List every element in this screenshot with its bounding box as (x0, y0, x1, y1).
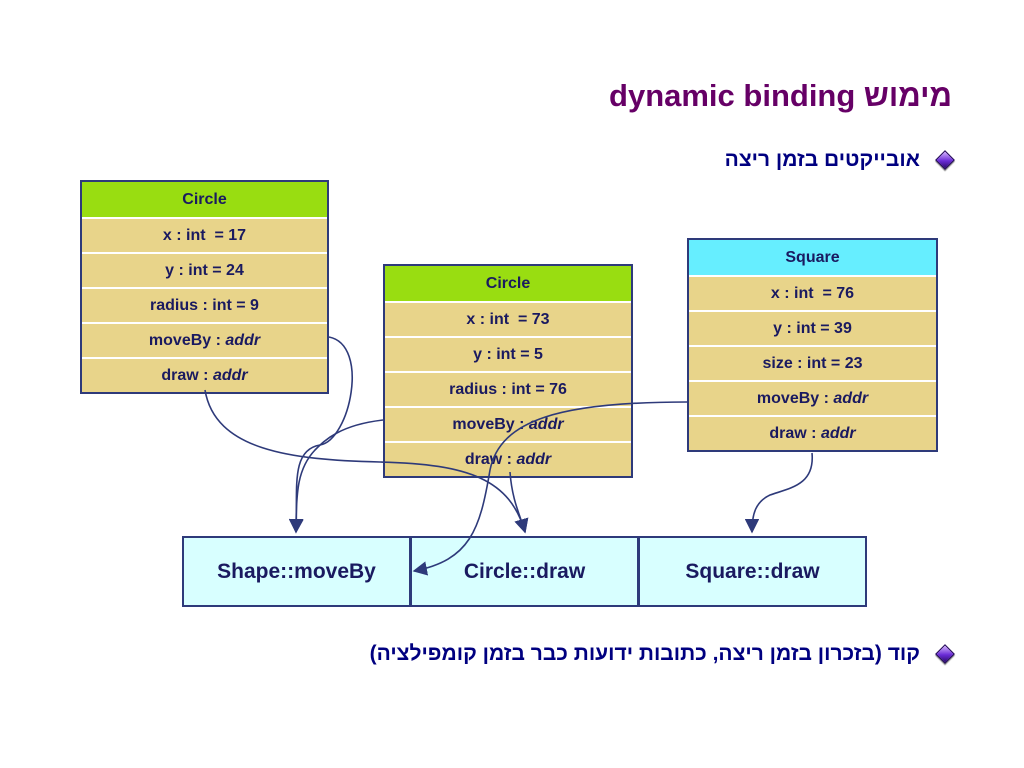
circle-draw-box: Circle::draw (410, 536, 639, 607)
shape-moveby-box: Shape::moveBy (182, 536, 411, 607)
field-size: size : int = 23 (689, 345, 936, 380)
arrow-circle2-draw (509, 471, 529, 534)
arrow-square-moveby (412, 401, 688, 576)
field-x: x : int = 73 (385, 301, 631, 336)
bullet-text: קוד (בזכרון בזמן ריצה, כתובות ידועות כבר… (369, 642, 920, 665)
field-radius: radius : int = 9 (82, 287, 327, 322)
object-header: Square (689, 240, 936, 275)
field-radius: radius : int = 76 (385, 371, 631, 406)
field-label: moveBy : (148, 331, 226, 349)
arrow-circle1-moveby (289, 336, 353, 534)
slide-title: מימוש dynamic binding (609, 78, 952, 113)
field-moveby: moveBy : addr (82, 322, 327, 357)
square-object: Square x : int = 76 y : int = 39 size : … (687, 238, 938, 452)
field-label: moveBy : (452, 415, 529, 433)
diamond-bullet-icon (935, 644, 955, 664)
square-draw-box: Square::draw (638, 536, 867, 607)
field-y: y : int = 39 (689, 310, 936, 345)
field-label: draw : (769, 424, 821, 442)
bullet-text: אובייקטים בזמן ריצה (724, 148, 920, 171)
field-addr: addr (820, 424, 856, 442)
bullet-code-memory: קוד (בזכרון בזמן ריצה, כתובות ידועות כבר… (369, 642, 955, 666)
field-x: x : int = 17 (82, 217, 327, 252)
bullet-runtime-objects: אובייקטים בזמן ריצה (724, 148, 955, 172)
field-draw: draw : addr (385, 441, 631, 476)
field-label: draw : (161, 366, 213, 384)
field-addr: addr (833, 389, 869, 407)
circle-object-1: Circle x : int = 17 y : int = 24 radius … (80, 180, 329, 394)
field-label: moveBy : (756, 389, 834, 407)
arrow-square-draw (744, 452, 813, 534)
object-header: Circle (82, 182, 327, 217)
field-draw: draw : addr (689, 415, 936, 450)
field-label: draw : (464, 450, 517, 468)
field-y: y : int = 24 (82, 252, 327, 287)
field-x: x : int = 76 (689, 275, 936, 310)
field-moveby: moveBy : addr (689, 380, 936, 415)
arrow-circle2-moveby (288, 419, 384, 534)
field-addr: addr (225, 331, 261, 349)
arrow-circle1-draw (204, 389, 529, 534)
field-addr: addr (212, 366, 248, 384)
field-addr: addr (516, 450, 552, 468)
object-header: Circle (385, 266, 631, 301)
circle-object-2: Circle x : int = 73 y : int = 5 radius :… (383, 264, 633, 478)
field-draw: draw : addr (82, 357, 327, 392)
field-y: y : int = 5 (385, 336, 631, 371)
